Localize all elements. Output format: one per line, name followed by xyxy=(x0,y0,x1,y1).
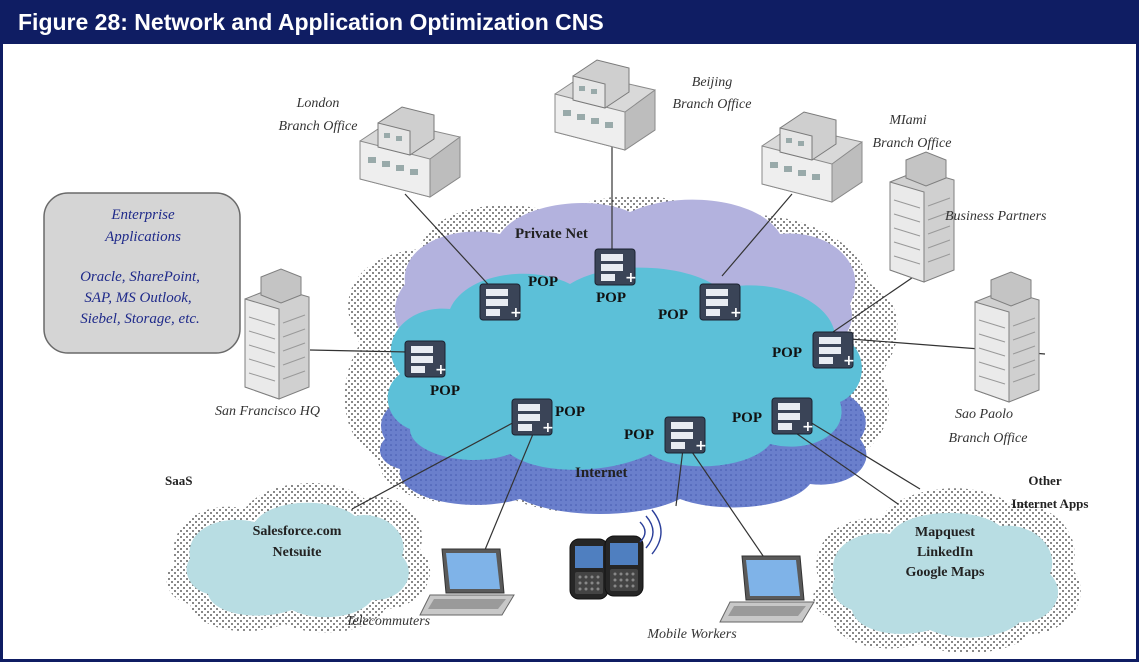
sao-paolo-building-icon xyxy=(974,271,1040,403)
pop-label: POP xyxy=(596,290,626,306)
beijing-label-2: Branch Office xyxy=(673,97,752,112)
miami-label-2: Branch Office xyxy=(873,136,952,151)
london-label-2: Branch Office xyxy=(279,119,358,134)
pop-label: POP xyxy=(528,274,558,290)
enterprise-apps-line-1: Oracle, SharePoint, xyxy=(80,269,200,285)
pop-label: POP xyxy=(430,383,460,399)
internet-label: Internet xyxy=(575,465,628,481)
pop-node-6: POP xyxy=(511,398,585,437)
mobile-worker-laptop-icon xyxy=(719,555,815,623)
miami-label-1: MIami xyxy=(888,113,926,128)
sao-paolo-label-1: Sao Paolo xyxy=(955,407,1013,422)
pop-label: POP xyxy=(624,427,654,443)
beijing-building-icon xyxy=(554,59,656,151)
pop-node-5: POP xyxy=(404,340,460,399)
saas-item-2: Netsuite xyxy=(273,545,322,560)
pop-node-8: POP xyxy=(732,397,815,436)
saas-cloud xyxy=(186,502,409,618)
pop-node-2: POP xyxy=(594,248,638,306)
miami-building-icon xyxy=(761,111,863,203)
network-diagram: + xyxy=(43,59,1089,653)
london-label-1: London xyxy=(296,96,340,111)
enterprise-apps-line-2: SAP, MS Outlook, xyxy=(84,290,191,306)
enterprise-applications-box: Enterprise Applications Oracle, SharePoi… xyxy=(43,192,241,354)
other-apps-item-1: Mapquest xyxy=(915,525,975,540)
business-partners-label: Business Partners xyxy=(945,209,1047,224)
saas-label: SaaS xyxy=(165,473,192,488)
pop-node-1: POP xyxy=(479,274,558,322)
pop-node-7: POP xyxy=(624,416,708,455)
figure-title: Figure 28: Network and Application Optim… xyxy=(0,0,1139,44)
pop-label: POP xyxy=(732,410,762,426)
enterprise-heading-1: Enterprise xyxy=(110,207,175,223)
london-building-icon xyxy=(359,106,461,198)
pop-label: POP xyxy=(772,345,802,361)
pop-label: POP xyxy=(658,307,688,323)
mobile-workers-label: Mobile Workers xyxy=(646,627,737,642)
telecommuters-label: Telecommuters xyxy=(346,614,431,629)
other-apps-item-2: LinkedIn xyxy=(917,545,973,560)
telecommuter-laptop-icon xyxy=(419,548,515,616)
mobile-phones-icon xyxy=(569,535,644,600)
san-francisco-hq-building-icon xyxy=(244,268,310,400)
other-apps-label-2: Internet Apps xyxy=(1012,496,1089,511)
enterprise-apps-line-3: Siebel, Storage, etc. xyxy=(80,311,200,327)
internet-apps-cloud xyxy=(832,512,1059,638)
pop-label: POP xyxy=(555,404,585,420)
pop-node-3: POP xyxy=(658,283,743,323)
saas-item-1: Salesforce.com xyxy=(253,524,342,539)
other-apps-item-3: Google Maps xyxy=(906,565,985,580)
beijing-label-1: Beijing xyxy=(692,75,732,90)
private-net-label: Private Net xyxy=(515,226,588,242)
sao-paolo-label-2: Branch Office xyxy=(949,431,1028,446)
pop-node-4: POP xyxy=(772,331,856,370)
enterprise-heading-2: Applications xyxy=(104,229,181,245)
connection-lines xyxy=(309,130,1046,567)
sf-hq-label: San Francisco HQ xyxy=(215,404,320,419)
other-apps-label-1: Other xyxy=(1028,473,1061,488)
wireless-signal-icon xyxy=(639,509,662,555)
